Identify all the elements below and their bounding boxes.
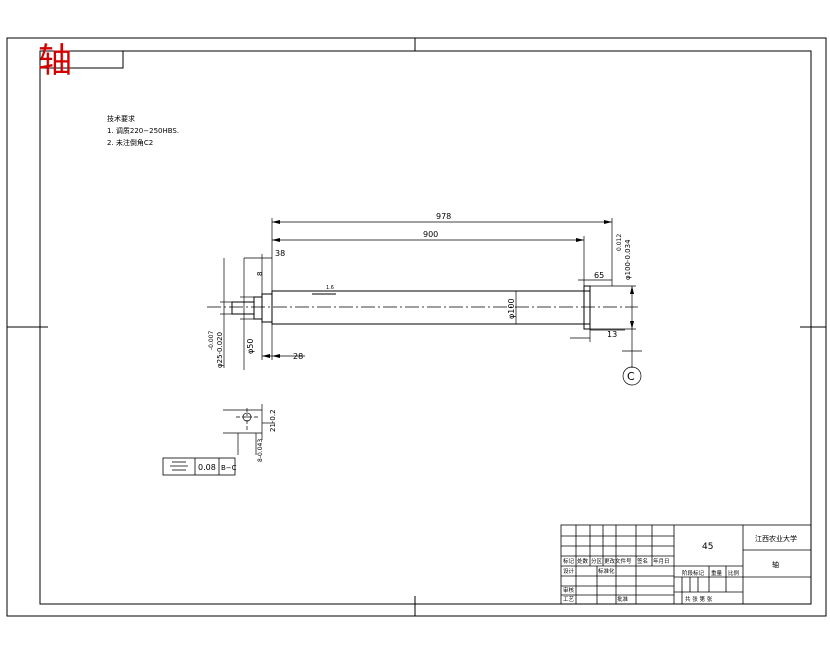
dim-phi50: φ50 [246, 339, 255, 354]
title-block [560, 524, 812, 605]
tb-stage: 阶段标记 [682, 569, 705, 577]
tolerance-value: 0.08 [198, 463, 216, 472]
dimensions [220, 218, 642, 386]
tb-design: 设计 [563, 567, 575, 575]
tolerance-datum: B−C [221, 464, 237, 472]
dim-phi100-tol-upper: 0.012 [616, 234, 623, 251]
tb-standard: 标准化 [598, 567, 615, 575]
dim-phi25-tol-upper: -0.007 [208, 330, 215, 350]
part-name-stamp: 轴 [38, 41, 72, 81]
tb-date: 年月日 [653, 557, 670, 565]
part-name-label: 轴 [772, 560, 779, 569]
dim-28: 28 [293, 352, 303, 361]
notes-heading: 技术要求 [107, 114, 135, 123]
dim-13: 13 [607, 330, 617, 339]
title-block-text: 标记 处数 分区 更改文件号 签名 年月日 设计 标准化 审核 工艺 批准 阶段… [563, 557, 740, 603]
tb-sheets: 共 张 第 张 [685, 595, 713, 603]
tb-weight: 重量 [711, 569, 723, 577]
notes-line-1: 1. 调质220−250HBS. [107, 126, 179, 135]
dim-900: 900 [423, 230, 438, 239]
organization-label: 江西农业大学 [755, 534, 797, 543]
keyway-section [223, 404, 275, 455]
roughness-note: 1.6 [326, 285, 334, 291]
tb-change-doc: 更改文件号 [604, 557, 632, 565]
tb-review: 审核 [563, 586, 575, 594]
notes-line-2: 2. 未注倒角C2 [107, 138, 153, 147]
arrowheads [262, 220, 634, 358]
tb-process: 工艺 [563, 596, 575, 603]
dim-978: 978 [436, 212, 451, 221]
material-label: 45 [702, 542, 713, 552]
keyway-depth-dim: 21-0.2 [269, 409, 277, 432]
dim-small-8: 8 [256, 272, 264, 276]
dim-phi100-tol: φ100-0.034 [624, 239, 632, 280]
drawing-number-box [39, 50, 124, 69]
tb-scale: 比例 [728, 569, 740, 577]
tb-approve: 批准 [617, 595, 629, 603]
tolerance-frame [162, 457, 236, 476]
dim-phi25-tol: φ25-0.020 [216, 332, 224, 368]
dim-38: 38 [275, 249, 285, 258]
dim-phi100: φ100 [507, 298, 516, 319]
tb-mark: 标记 [563, 557, 575, 565]
dim-65: 65 [594, 271, 604, 280]
shaft-view [207, 285, 638, 330]
datum-c-label: C [627, 370, 635, 383]
tb-count: 处数 [577, 557, 589, 565]
outer-border [6, 37, 827, 617]
tb-sign: 签名 [637, 557, 648, 565]
tb-zone: 分区 [591, 557, 603, 565]
keyway-width-dim: 8-0.043 [257, 439, 264, 462]
